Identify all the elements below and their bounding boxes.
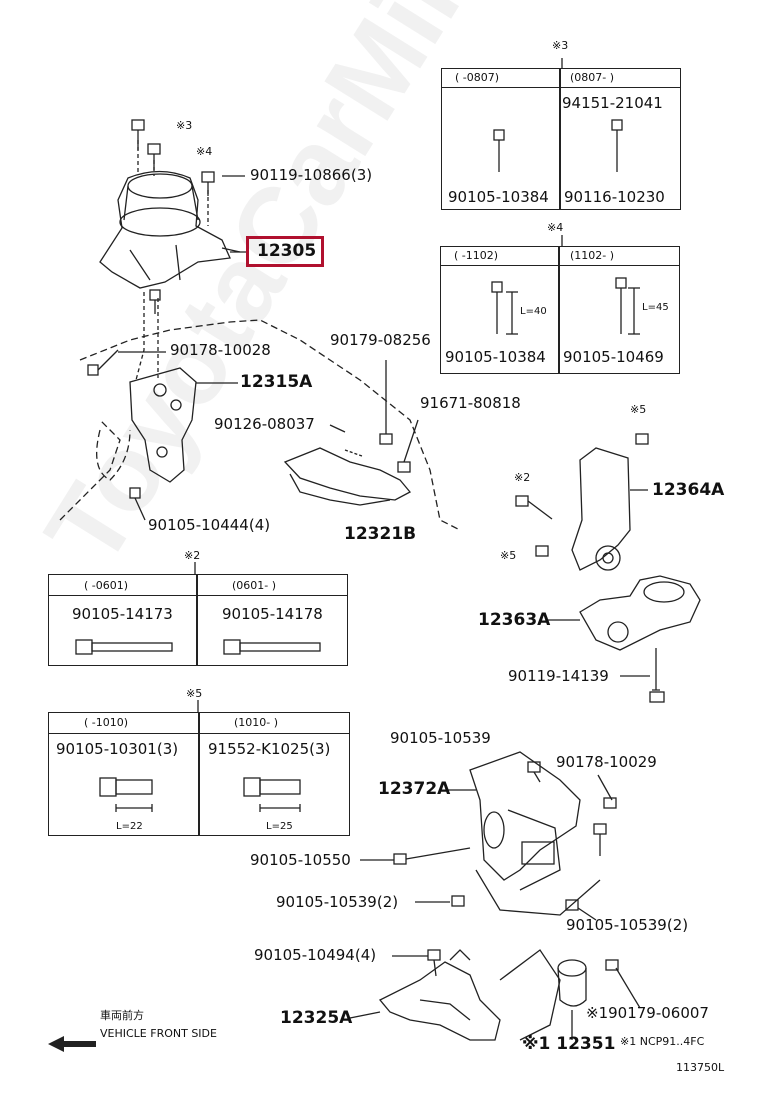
front-side-label: VEHICLE FRONT SIDE	[100, 1027, 217, 1040]
label-12351[interactable]: ※1 12351	[522, 1034, 616, 1054]
table-ref5-h2: (1010- )	[234, 716, 279, 729]
table-ref4-h2: (1102- )	[570, 249, 615, 262]
model-note: ※1 NCP91..4FC	[620, 1035, 705, 1048]
table-ref2-divider	[196, 574, 198, 666]
label-90119-10866[interactable]: 90119-10866(3)	[250, 166, 373, 184]
label-90178-10028[interactable]: 90178-10028	[170, 341, 271, 359]
table-ref2	[48, 574, 348, 666]
diagram-code: 113750L	[676, 1061, 725, 1074]
table-ref3-header-line	[441, 68, 681, 88]
table-ref4-divider	[558, 246, 560, 374]
label-91671-80818[interactable]: 91671-80818	[420, 394, 521, 412]
label-12321B[interactable]: 12321B	[344, 524, 417, 544]
label-90178-10029[interactable]: 90178-10029	[556, 753, 657, 771]
table-ref3-callout: ※3	[552, 39, 569, 52]
table-ref4-p1: 90105-10384	[445, 348, 546, 366]
table-ref4-h1: ( -1102)	[454, 249, 499, 262]
table-ref4-p2: 90105-10469	[563, 348, 664, 366]
label-12363A[interactable]: 12363A	[478, 610, 551, 630]
label-90105-10539-top[interactable]: 90105-10539	[390, 729, 491, 747]
front-jp-label: 車両前方	[100, 1009, 144, 1022]
table-ref2-callout: ※2	[184, 549, 201, 562]
table-ref5-h1: ( -1010)	[84, 716, 129, 729]
table-ref3-p1: 90105-10384	[448, 188, 549, 206]
table-ref4-callout: ※4	[547, 221, 564, 234]
callout-ref3: ※3	[176, 119, 193, 132]
table-ref2-p2: 90105-14178	[222, 605, 323, 623]
label-90179-08256[interactable]: 90179-08256	[330, 331, 431, 349]
table-ref3-p2: 90116-10230	[564, 188, 665, 206]
highlight-12305[interactable]	[246, 236, 324, 267]
part-12305[interactable]: 12305	[257, 241, 317, 261]
table-ref4	[440, 246, 680, 374]
label-12372A[interactable]: 12372A	[378, 779, 451, 799]
table-ref2-p1: 90105-14173	[72, 605, 173, 623]
label-12325A[interactable]: 12325A	[280, 1008, 353, 1028]
label-12364A[interactable]: 12364A	[652, 480, 725, 500]
callout-ref2: ※2	[514, 471, 531, 484]
callout-ref4: ※4	[196, 145, 213, 158]
label-90105-10494[interactable]: 90105-10494(4)	[254, 946, 377, 964]
table-ref3-divider	[559, 68, 561, 210]
label-90105-10444[interactable]: 90105-10444(4)	[148, 516, 271, 534]
table-ref2-h2: (0601- )	[232, 579, 277, 592]
table-ref2-header-line	[48, 574, 348, 596]
label-90179-06007[interactable]: ※190179-06007	[586, 1004, 709, 1022]
table-ref3-h2: (0807- )	[570, 71, 615, 84]
table-ref2-h1: ( -0601)	[84, 579, 129, 592]
table-ref5-d2: L=25	[266, 821, 293, 832]
table-ref3-top2: 94151-21041	[562, 94, 663, 112]
label-12315A[interactable]: 12315A	[240, 372, 313, 392]
label-90105-10539-left[interactable]: 90105-10539(2)	[276, 893, 399, 911]
callout-ref5b: ※5	[500, 549, 517, 562]
table-ref4-d2: L=45	[642, 302, 669, 313]
label-90105-10550[interactable]: 90105-10550	[250, 851, 351, 869]
table-ref5-divider	[198, 712, 200, 836]
label-90126-08037[interactable]: 90126-08037	[214, 415, 315, 433]
table-ref5-p1: 90105-10301(3)	[56, 740, 179, 758]
table-ref5-p2: 91552-K1025(3)	[208, 740, 331, 758]
callout-ref5: ※5	[630, 403, 647, 416]
table-ref4-d1: L=40	[520, 306, 547, 317]
label-90119-14139[interactable]: 90119-14139	[508, 667, 609, 685]
table-ref5-d1: L=22	[116, 821, 143, 832]
label-90105-10539-right[interactable]: 90105-10539(2)	[566, 916, 689, 934]
table-ref3-h1: ( -0807)	[455, 71, 500, 84]
table-ref4-header-line	[440, 246, 680, 266]
table-ref5-callout: ※5	[186, 687, 203, 700]
